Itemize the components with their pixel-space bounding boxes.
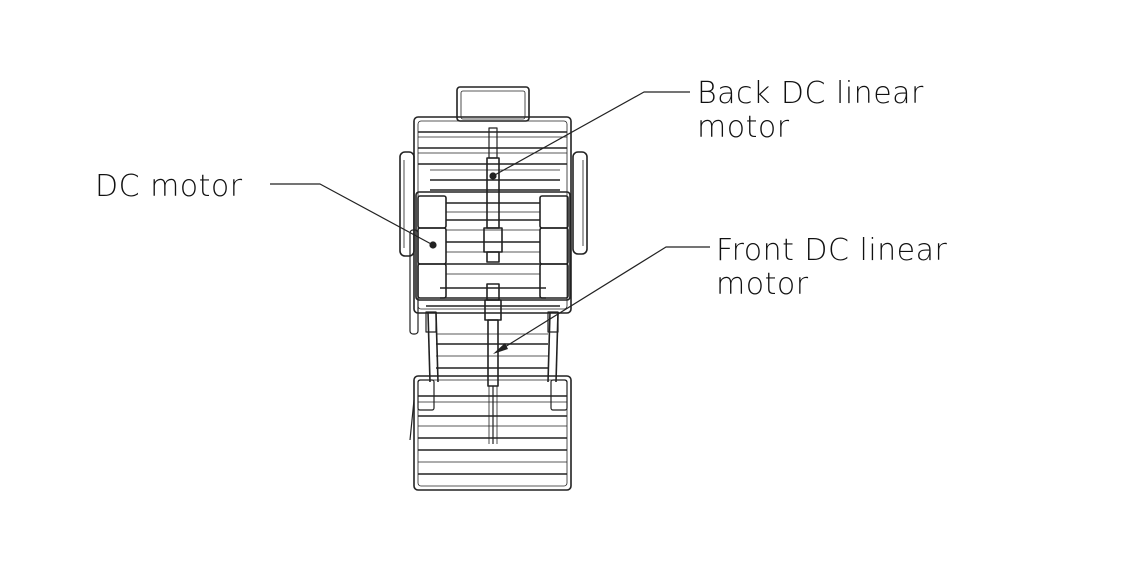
back-linear-label-line2: motor <box>697 110 790 145</box>
chassis-block <box>415 191 571 307</box>
right-dc-motor <box>539 195 569 299</box>
front-linear-actuator <box>484 283 502 444</box>
front-linear-label-line2: motor <box>716 267 809 302</box>
dc-motor-label: DC motor <box>95 170 243 204</box>
front-linear-motor-label: Front DC linear motor <box>716 234 947 302</box>
left-dc-motor <box>417 195 447 299</box>
front-linear-leader <box>499 246 710 351</box>
leader-lines <box>270 91 710 351</box>
front-linear-label-line1: Front DC linear <box>716 233 948 268</box>
front-frame <box>409 375 572 491</box>
back-linear-motor-label: Back DC linear motor <box>697 77 924 145</box>
dc-motor-label-text: DC motor <box>95 169 243 204</box>
front-leader-arrow <box>493 343 508 354</box>
rear-handle <box>456 86 530 122</box>
front-linkage <box>425 311 559 383</box>
back-linear-actuator <box>483 127 503 263</box>
back-linear-leader <box>492 91 690 177</box>
dc-motor-leader <box>270 183 434 246</box>
back-linear-label-line1: Back DC linear <box>697 76 924 111</box>
right-wheel <box>572 151 588 255</box>
